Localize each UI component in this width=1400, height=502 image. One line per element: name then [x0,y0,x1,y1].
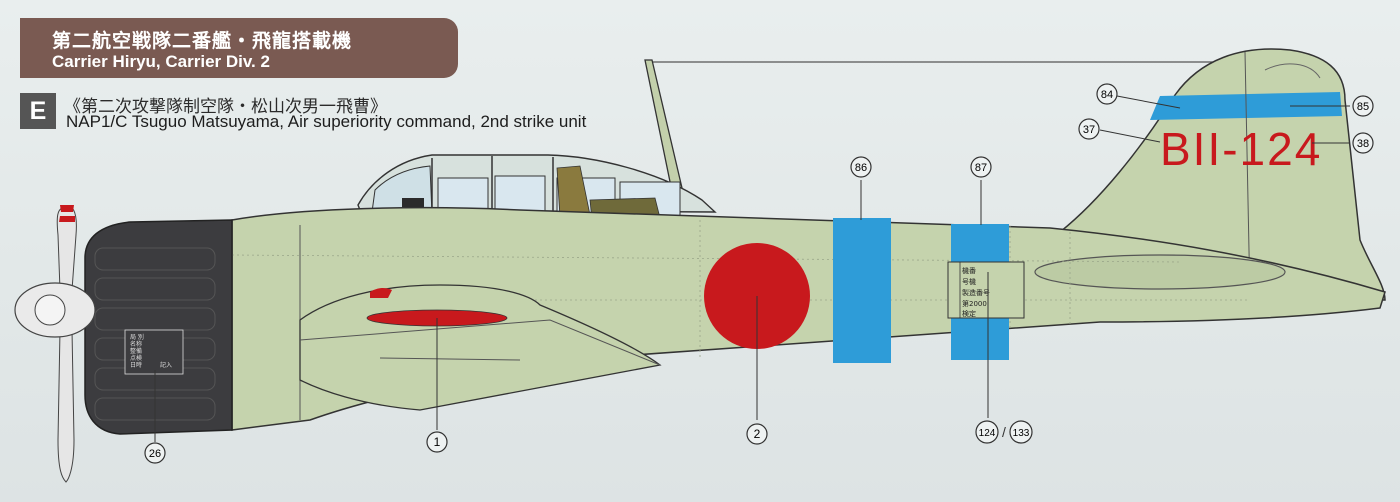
cowling-stencil-line: 記入 [160,361,172,369]
svg-text:37: 37 [1083,124,1095,136]
callout-124: 124 [975,420,999,444]
header-title-jp: 第二航空戦隊二番艦・飛龍搭載機 [52,30,353,52]
fuselage-stencil-line: 号機 [962,277,976,286]
callout-38: 38 [1352,132,1374,154]
fuselage-stencil-line: 検定 [962,309,976,318]
cowling-stencil-line: 整備 [130,347,142,355]
svg-text:26: 26 [149,448,161,460]
cowling-stencil-line: 名称 [130,340,142,348]
profile-title-en: NAP1/C Tsuguo Matsuyama, Air superiority… [66,112,587,131]
callout-26: 26 [144,442,166,464]
engine-cowling: 局 別 名称 整備 点検 日時 記入 [84,219,233,435]
svg-text:84: 84 [1101,89,1113,101]
propeller [14,205,96,483]
cowling-stencil-line: 局 別 [130,333,144,341]
svg-text:87: 87 [975,162,987,174]
fuselage-stencil-line: 第2000 [962,299,987,308]
profile-letter-badge: E [20,93,56,129]
tail-fin [1058,48,1386,301]
svg-text:133: 133 [1013,428,1030,439]
callout-1: 1 [426,431,448,453]
profile-title-jp: 《第二次攻撃隊制空隊・松山次男一飛曹》 [64,97,387,117]
callout-133: 133 [1009,420,1033,444]
svg-text:124: 124 [979,428,996,439]
fuselage-stencil-line: 機番 [962,266,976,275]
callout-87: 87 [970,156,992,178]
svg-text:2: 2 [754,427,761,441]
header-banner [20,18,458,78]
fuselage-stencil-line: 製造番号 [962,288,990,297]
callout-leaders [154,95,1350,442]
cowling-stencil-line: 点検 [130,354,142,362]
cowling-stencil-line: 日時 [130,361,142,369]
callout-86: 86 [850,156,872,178]
tail-code-marking: BII-124 [1160,123,1322,175]
fuselage-stencil: 機番 号機 製造番号 第2000 検定 [947,261,1025,319]
callout-2: 2 [746,423,768,445]
svg-text:85: 85 [1357,101,1369,113]
callout-37: 37 [1078,118,1100,140]
fuselage-bands [833,218,1009,363]
svg-text:86: 86 [855,162,867,174]
callout-84: 84 [1096,83,1118,105]
callout-85: 85 [1352,95,1374,117]
header-title-en: Carrier Hiryu, Carrier Div. 2 [52,52,270,71]
svg-text:1: 1 [434,435,441,449]
wing-fairing [299,284,662,411]
callout-separator: / [1002,424,1006,440]
svg-text:38: 38 [1357,138,1369,150]
